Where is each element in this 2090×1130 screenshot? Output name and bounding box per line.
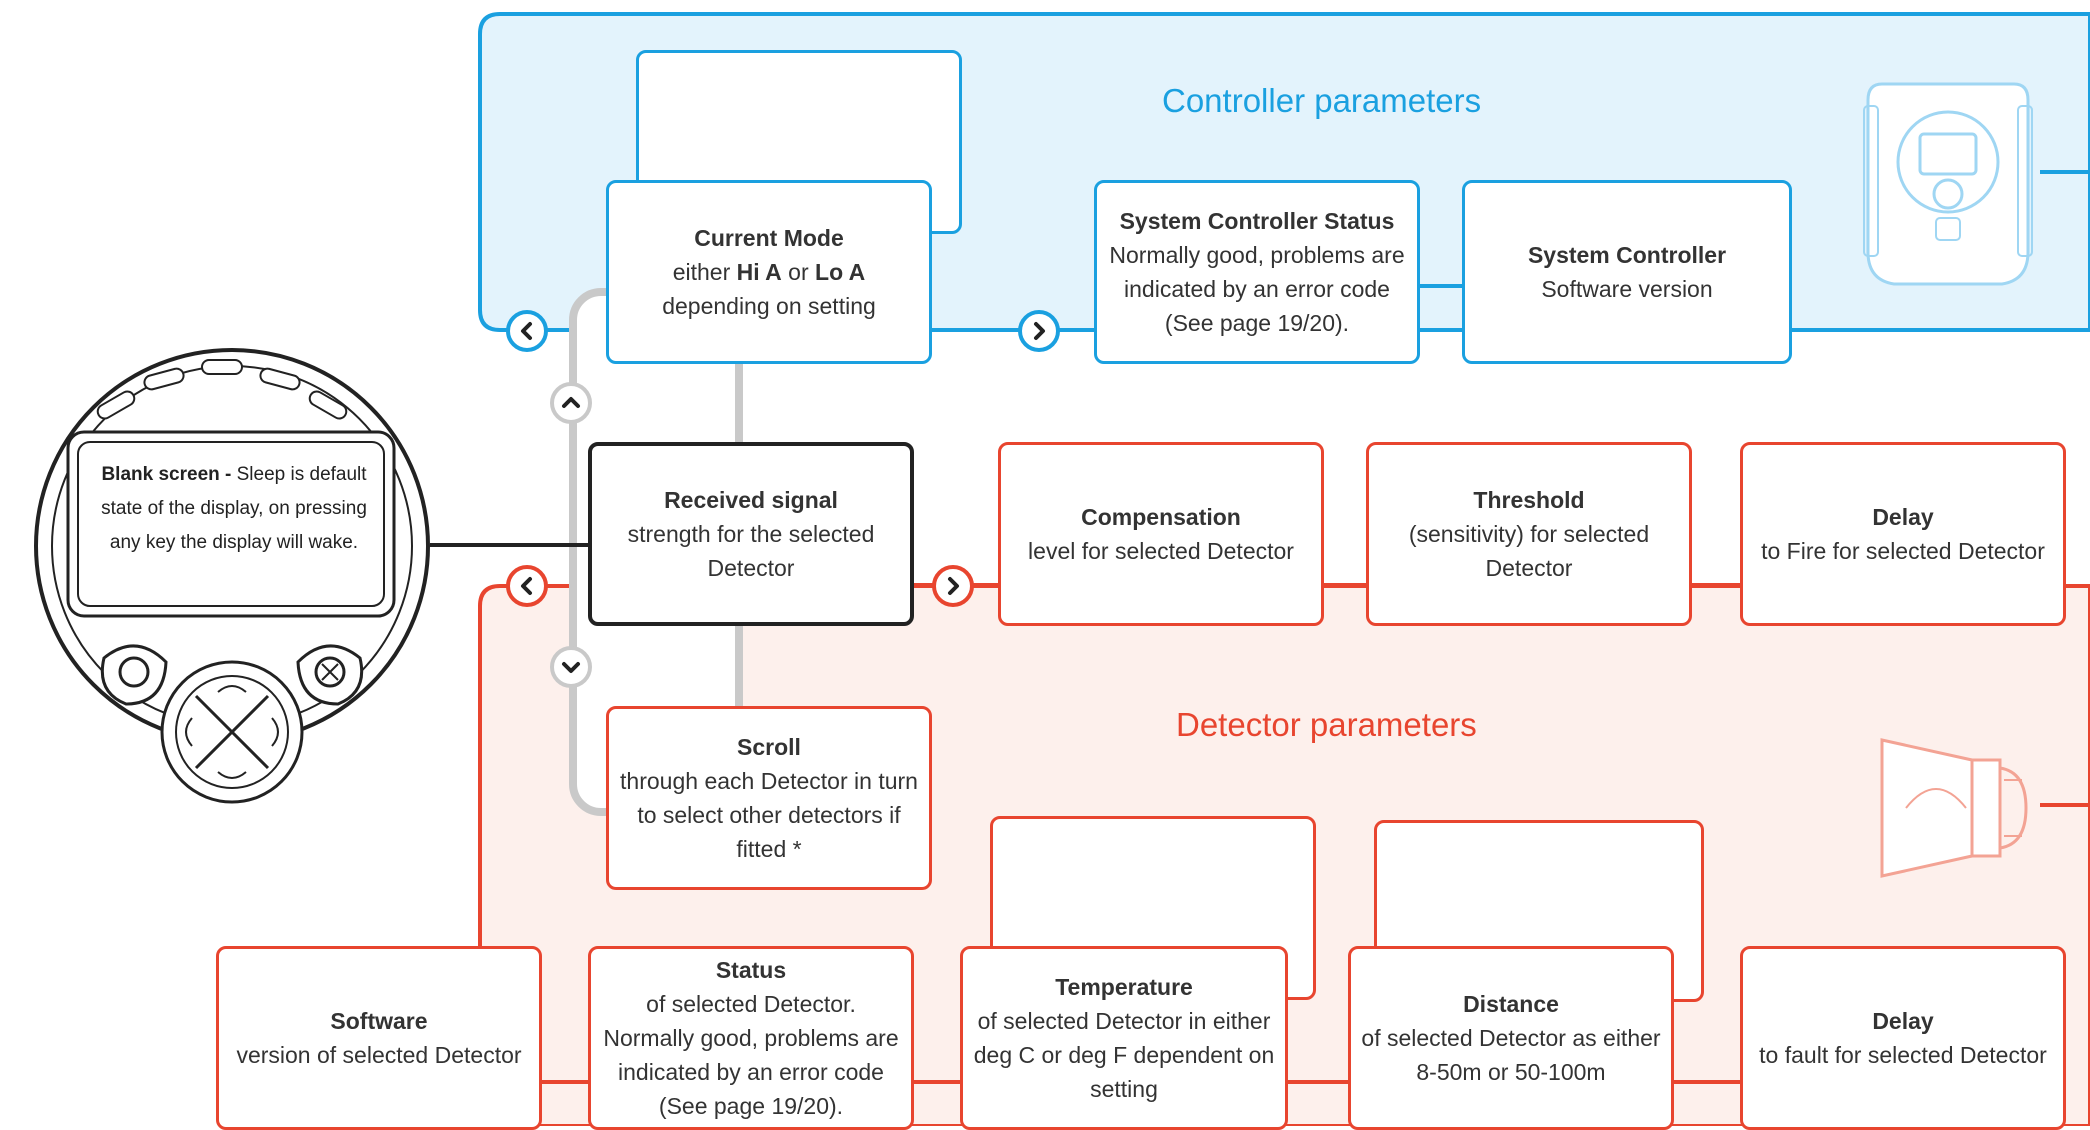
current-mode-box: Current Mode either Hi A or Lo A dependi…	[606, 180, 932, 364]
delay-fire-title: Delay	[1872, 504, 1934, 530]
system-controller-status-desc: Normally good, problems are indicated by…	[1109, 242, 1405, 336]
delay-fault-desc: to fault for selected Detector	[1759, 1042, 2047, 1068]
temperature-title: Temperature	[1055, 974, 1193, 1000]
delay-fault-title: Delay	[1872, 1008, 1934, 1034]
detector-status-box: Status of selected Detector. Normally go…	[588, 946, 914, 1130]
temperature-box: Temperature of selected Detector in eith…	[960, 946, 1288, 1130]
received-signal-box: Received signal strength for the selecte…	[588, 442, 914, 626]
delay-fire-desc: to Fire for selected Detector	[1761, 538, 2045, 564]
system-controller-status-title: System Controller Status	[1119, 208, 1395, 234]
current-mode-title: Current Mode	[694, 225, 844, 251]
display-screen-desc: Sleep is default state of the display, o…	[101, 464, 367, 553]
display-screen-bold: Blank screen -	[101, 464, 237, 485]
controller-device-illustration	[1863, 82, 2033, 286]
controller-prev-button[interactable]	[506, 310, 548, 352]
chevron-down-icon	[562, 662, 580, 673]
detector-next-button[interactable]	[932, 565, 974, 607]
chevron-left-icon	[521, 322, 532, 340]
received-signal-desc: strength for the selected Detector	[627, 521, 875, 581]
chevron-up-icon	[562, 397, 580, 408]
system-controller-status-box: System Controller Status Normally good, …	[1094, 180, 1420, 364]
detector-prev-button[interactable]	[506, 565, 548, 607]
chevron-right-icon	[948, 577, 959, 595]
detector-device-illustration	[1880, 738, 2028, 878]
distance-title: Distance	[1463, 991, 1559, 1017]
detector-status-title: Status	[715, 957, 787, 983]
threshold-desc: (sensitivity) for selected Detector	[1408, 521, 1650, 581]
delay-fault-box: Delay to fault for selected Detector	[1740, 946, 2066, 1130]
display-unit	[34, 348, 430, 804]
threshold-box: Threshold (sensitivity) for selected Det…	[1366, 442, 1692, 626]
chevron-left-icon	[521, 577, 532, 595]
compensation-box: Compensation level for selected Detector	[998, 442, 1324, 626]
detector-status-desc: of selected Detector. Normally good, pro…	[603, 991, 899, 1119]
scroll-down-button[interactable]	[550, 646, 592, 688]
display-screen-text: Blank screen - Sleep is default state of…	[90, 458, 378, 560]
current-mode-desc: either Hi A or Lo A	[672, 259, 866, 285]
scroll-title: Scroll	[737, 734, 801, 760]
detector-software-desc: version of selected Detector	[236, 1042, 522, 1068]
detector-panel-title: Detector parameters	[1176, 706, 1477, 743]
controller-panel-title: Controller parameters	[1162, 82, 1482, 119]
compensation-title: Compensation	[1081, 504, 1241, 530]
scroll-up-button[interactable]	[550, 382, 592, 424]
detector-software-box: Software version of selected Detector	[216, 946, 542, 1130]
delay-fire-box: Delay to Fire for selected Detector	[1740, 442, 2066, 626]
system-controller-software-desc: Software version	[1541, 276, 1713, 302]
scroll-box: Scroll through each Detector in turn to …	[606, 706, 932, 890]
system-controller-software-title: System Controller	[1527, 242, 1727, 268]
scroll-desc: through each Detector in turn to select …	[620, 768, 918, 862]
compensation-desc: level for selected Detector	[1028, 538, 1294, 564]
threshold-title: Threshold	[1473, 487, 1585, 513]
controller-next-button[interactable]	[1018, 310, 1060, 352]
distance-desc: of selected Detector as either 8-50m or …	[1361, 1025, 1661, 1085]
detector-software-title: Software	[330, 1008, 428, 1034]
system-controller-software-box: System Controller Software version	[1462, 180, 1792, 364]
chevron-right-icon	[1034, 322, 1045, 340]
distance-box: Distance of selected Detector as either …	[1348, 946, 1674, 1130]
temperature-desc: of selected Detector in either deg C or …	[973, 1008, 1275, 1102]
received-signal-title: Received signal	[664, 487, 838, 513]
